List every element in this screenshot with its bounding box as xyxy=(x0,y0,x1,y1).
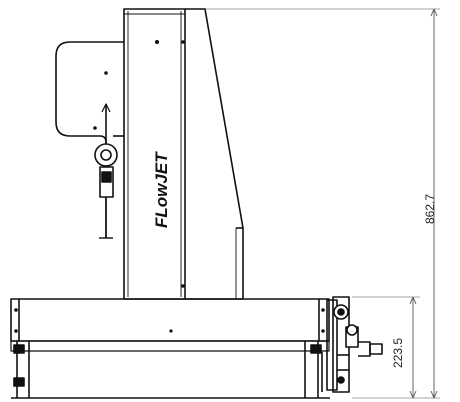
base-height-label: 223.5 xyxy=(391,337,406,369)
column-bolt-holes xyxy=(155,40,185,288)
overall-height-dimension xyxy=(430,8,438,399)
base-table xyxy=(10,298,330,399)
base-bolt-holes xyxy=(14,308,325,333)
cutting-head xyxy=(94,103,118,239)
base-height-dimension xyxy=(409,296,417,399)
valve-assembly xyxy=(321,296,383,393)
column-housing xyxy=(123,8,244,300)
brand-mark: FLowJET xyxy=(152,151,171,228)
gantry-arm xyxy=(55,41,124,146)
arm-bolt-holes xyxy=(93,71,108,130)
overall-height-label: 862.7 xyxy=(423,193,438,225)
